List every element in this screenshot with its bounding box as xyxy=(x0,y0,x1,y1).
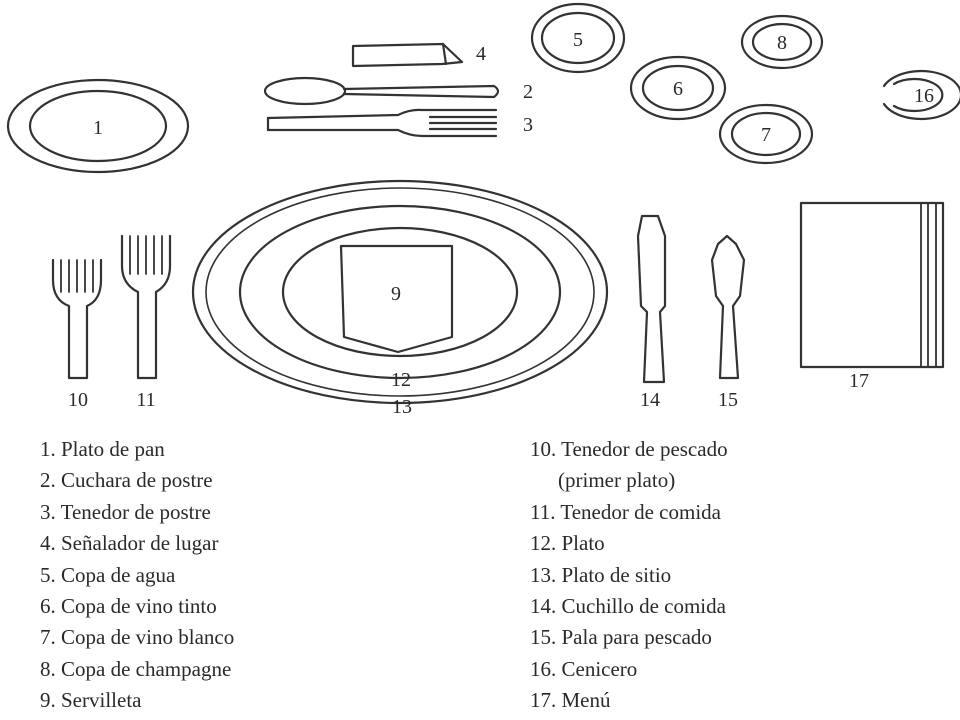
fish-fork xyxy=(51,258,103,380)
legend-item: 2. Cuchara de postre xyxy=(40,465,234,496)
legend-text: Plato de pan xyxy=(61,437,165,461)
label-16: 16 xyxy=(914,85,934,107)
legend-text: Tenedor de comida xyxy=(560,499,721,524)
legend-number: 4. xyxy=(40,531,56,556)
dinner-knife xyxy=(636,214,667,384)
legend-text: (primer plato) xyxy=(558,468,676,493)
legend-item: 3. Tenedor de postre xyxy=(40,497,234,528)
legend-item: 5. Copa de agua xyxy=(40,560,234,591)
legend-number: 10. xyxy=(530,437,557,461)
service-plate xyxy=(191,179,609,405)
legend-number: 17. xyxy=(530,688,557,713)
label-12: 12 xyxy=(391,369,411,391)
legend-item: 12. Plato xyxy=(530,528,728,559)
legend-number: 11. xyxy=(530,499,556,524)
legend-text: Pala para pescado xyxy=(561,625,712,650)
label-4: 4 xyxy=(476,43,486,65)
white-wine-glass xyxy=(718,103,814,165)
legend-item: 7. Copa de vino blanco xyxy=(40,622,234,653)
dessert-spoon xyxy=(263,76,500,106)
legend-number: 2. xyxy=(40,468,56,493)
legend-text: Menú xyxy=(561,688,611,713)
legend-text: Copa de champagne xyxy=(61,656,232,681)
legend-text: Copa de agua xyxy=(61,562,176,587)
legend-text: Plato de sitio xyxy=(561,562,672,587)
legend-number: 13. xyxy=(530,562,557,587)
legend-text: Copa de vino blanco xyxy=(61,625,235,650)
water-glass xyxy=(530,2,626,74)
legend-item: 17. Menú xyxy=(530,685,728,716)
legend-item: 13. Plato de sitio xyxy=(530,560,728,591)
legend-text: Plato xyxy=(561,531,605,556)
legend-item: 1. Plato de pan xyxy=(40,434,234,465)
legend-item: 10. Tenedor de pescado xyxy=(530,434,728,465)
label-9: 9 xyxy=(391,283,401,305)
label-15: 15 xyxy=(718,389,738,411)
legend-item: 9. Servilleta xyxy=(40,685,234,716)
label-3: 3 xyxy=(523,114,533,136)
label-7: 7 xyxy=(761,124,771,146)
legend-item: 8. Copa de champagne xyxy=(40,654,234,685)
fish-knife xyxy=(710,234,746,380)
dinner-plate xyxy=(238,204,562,380)
red-wine-glass xyxy=(629,55,727,121)
label-14: 14 xyxy=(640,389,660,411)
champagne-glass xyxy=(740,14,824,70)
legend-item: 4. Señalador de lugar xyxy=(40,528,234,559)
legend-item: 14. Cuchillo de comida xyxy=(530,591,728,622)
dinner-fork xyxy=(120,234,172,380)
legend-item: (primer plato) xyxy=(530,465,728,496)
legend-item: 15. Pala para pescado xyxy=(530,622,728,653)
label-8: 8 xyxy=(777,32,787,54)
napkin xyxy=(339,244,454,354)
place-card xyxy=(351,42,464,68)
table-setting-diagram: 1 4 2 3 5 6 7 8 xyxy=(6,2,960,418)
legend-number: 3. xyxy=(40,499,56,524)
legend-text: Cuchillo de comida xyxy=(561,593,726,618)
legend-item: 6. Copa de vino tinto xyxy=(40,591,234,622)
legend-number: 16. xyxy=(530,656,557,681)
legend-number: 12. xyxy=(530,531,557,556)
legend-text: Tenedor de postre xyxy=(60,499,211,524)
legend-text: Servilleta xyxy=(61,688,142,713)
label-10: 10 xyxy=(68,389,88,411)
label-13: 13 xyxy=(392,396,412,418)
legend-number: 1. xyxy=(40,437,56,461)
menu-card xyxy=(799,201,945,369)
legend-right: 10. Tenedor de pescado (primer plato) 11. … xyxy=(530,434,728,717)
bread-plate xyxy=(6,78,190,174)
dessert-fork xyxy=(266,108,498,138)
legend-text: Señalador de lugar xyxy=(61,531,219,556)
legend-item: 11. Tenedor de comida xyxy=(530,497,728,528)
label-6: 6 xyxy=(673,78,683,100)
legend-text: Cenicero xyxy=(561,656,638,681)
legend-number: 9. xyxy=(40,688,56,713)
ashtray xyxy=(882,69,960,121)
label-1: 1 xyxy=(93,117,103,139)
legend-text: Copa de vino tinto xyxy=(61,593,217,618)
legend-number: 7. xyxy=(40,625,56,650)
legend-text: Tenedor de pescado xyxy=(561,437,728,461)
legend-text: Cuchara de postre xyxy=(61,468,213,493)
legend-number: 15. xyxy=(530,625,557,650)
legend-number: 8. xyxy=(40,656,56,681)
label-2: 2 xyxy=(523,81,533,103)
label-5: 5 xyxy=(573,29,583,51)
label-11: 11 xyxy=(136,389,155,411)
legend-item: 16. Cenicero xyxy=(530,654,728,685)
legend-number: 6. xyxy=(40,593,56,618)
label-17: 17 xyxy=(849,370,869,392)
legend-number: 5. xyxy=(40,562,56,587)
legend-number: 14. xyxy=(530,593,557,618)
